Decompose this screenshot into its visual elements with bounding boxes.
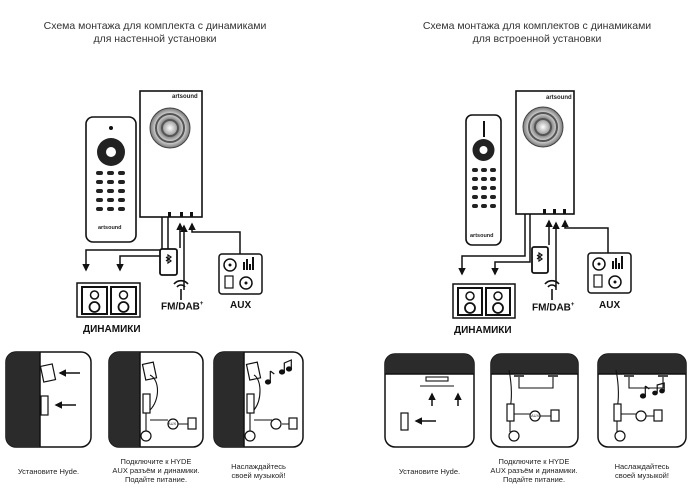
right-antenna-icon xyxy=(544,279,560,300)
left-smartphone-icon xyxy=(159,248,178,276)
right-diagram-title: Схема монтажа для комплектов с динамикам… xyxy=(382,20,690,46)
right-hyde-unit-icon xyxy=(515,90,575,215)
left-diagram-title: Схема монтажа для комплекта с динамиками… xyxy=(0,20,310,46)
right-step1-panel xyxy=(384,353,475,448)
right-fm-text: FM/DAB xyxy=(532,302,571,314)
left-unit-brand: artsound xyxy=(172,94,198,100)
music-note-icon xyxy=(639,382,665,399)
left-antenna-icon xyxy=(173,279,189,300)
left-step2-line2: AUX разъём и динамики. xyxy=(112,466,200,475)
left-title-line2: для настенной установки xyxy=(93,33,217,45)
right-step2-line3: Подайте питание. xyxy=(502,475,566,484)
left-step1-panel xyxy=(5,351,92,448)
left-step2-line1: Подключите к HYDE xyxy=(120,457,192,466)
right-step3-panel xyxy=(597,353,687,448)
right-aux-device-icon xyxy=(587,252,632,294)
left-hyde-unit-icon xyxy=(139,90,203,218)
left-title-line1: Схема монтажа для комплекта с динамиками xyxy=(43,20,267,32)
left-step3-line2: своей музыкой! xyxy=(231,471,286,480)
right-step1-caption: Установите Hyde. xyxy=(398,467,461,476)
right-step2-panel xyxy=(490,353,579,448)
left-cables xyxy=(82,217,241,290)
right-unit-brand: artsound xyxy=(546,95,572,101)
right-cables xyxy=(458,214,609,290)
left-aux-label: AUX xyxy=(230,300,252,311)
right-step2-caption: Подключите к HYDE AUX разъём и динамики.… xyxy=(479,457,589,484)
left-fm-sup: + xyxy=(199,301,204,307)
right-smartphone-icon xyxy=(531,246,549,274)
right-fm-sup: + xyxy=(570,302,575,308)
left-remote-icon xyxy=(85,116,137,243)
right-remote-brand: artsound xyxy=(470,233,494,239)
right-fm-label: FM/DAB+ xyxy=(532,302,574,313)
right-aux-label: AUX xyxy=(599,300,621,311)
left-fm-label: FM/DAB+ xyxy=(161,301,203,312)
left-step2-line3: Подайте питание. xyxy=(124,475,188,484)
right-step2-line2: AUX разъём и динамики. xyxy=(490,466,578,475)
left-step2-caption: Подключите к HYDE AUX разъём и динамики.… xyxy=(101,457,211,484)
right-speaker-pair-icon xyxy=(452,283,516,319)
right-remote-icon xyxy=(465,114,502,246)
right-title-line2: для встроенной установки xyxy=(472,33,602,45)
right-aux-small-label: AUX xyxy=(531,413,540,418)
right-title-line1: Схема монтажа для комплектов с динамикам… xyxy=(422,20,652,32)
right-step3-line1: Наслаждайтесь xyxy=(614,462,670,471)
left-fm-text: FM/DAB xyxy=(161,301,200,313)
left-remote-brand: artsound xyxy=(98,225,122,231)
left-step1-caption: Установите Hyde. xyxy=(17,467,80,476)
right-step3-line2: своей музыкой! xyxy=(615,471,669,480)
left-speakers-label: ДИНАМИКИ xyxy=(83,324,141,335)
music-note-icon xyxy=(264,359,293,385)
right-step2-line1: Подключите к HYDE xyxy=(498,457,570,466)
right-speakers-label: ДИНАМИКИ xyxy=(454,325,512,336)
left-aux-small-label: AUX xyxy=(168,421,177,426)
left-step2-panel xyxy=(108,351,204,448)
left-speaker-pair-icon xyxy=(76,282,141,318)
right-step3-caption: Наслаждайтесь своей музыкой! xyxy=(598,462,686,480)
left-step3-caption: Наслаждайтесь своей музыкой! xyxy=(214,462,303,480)
left-step3-panel xyxy=(213,351,304,448)
left-aux-device-icon xyxy=(218,253,263,295)
left-step3-line1: Наслаждайтесь xyxy=(231,462,286,471)
